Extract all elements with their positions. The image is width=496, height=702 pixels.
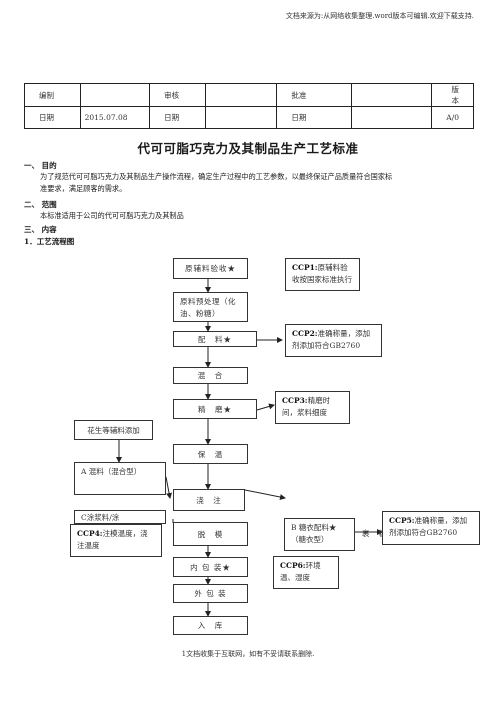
flow-step-inner-packing: 内 包 装★ xyxy=(173,557,248,577)
cell-approve-value xyxy=(350,83,433,107)
flow-step-pretreatment: 原料预处理（化油、粉糖） xyxy=(173,292,248,322)
flow-step-outer-packing: 外 包 装 xyxy=(173,584,248,603)
ccp3-text: 精磨时间，浆料细度 xyxy=(282,396,331,417)
arrow-mix-to-pour xyxy=(165,476,173,499)
side-add-ingredients: 花生等辅料添加 xyxy=(74,420,153,440)
flow-step-holding-temp: 保 温 xyxy=(173,444,248,464)
ccp6-box: CCP6:环境温、湿度 xyxy=(273,556,339,589)
cell-date-2-value xyxy=(204,106,278,129)
arrow-ccp3 xyxy=(256,403,275,411)
approval-table: 编制 审核 批准 版本 日期 2015.07.08 日期 日期 A/0 xyxy=(24,83,474,129)
approval-row-2: 日期 2015.07.08 日期 日期 A/0 xyxy=(24,106,474,129)
section-1-heading: 一、 目的 xyxy=(24,161,57,170)
flow-step-pouring: 浇 注 xyxy=(173,489,245,511)
ccp1-label: CCP1: xyxy=(292,263,318,272)
side-sugar-wrapping: 裹 糖 xyxy=(362,529,388,538)
arrow-pour-to-sugar xyxy=(244,489,286,500)
ccp1-box: CCP1:原辅料验收按国家标准执行 xyxy=(285,258,360,291)
side-mix-type-a: A 混料（混合型） xyxy=(74,462,166,495)
ccp4-label: CCP4: xyxy=(77,529,103,538)
section-1-line-1: 为了规范代可可脂巧克力及其制品生产操作流程，确定生产过程中的工艺参数，以最终保证… xyxy=(40,172,393,181)
cell-date-3-value xyxy=(350,106,433,129)
flow-step-batching: 配 料★ xyxy=(173,331,257,347)
cell-label-date-1: 日期 xyxy=(24,106,81,129)
flow-step-mixing: 混 合 xyxy=(173,367,248,384)
ccp5-label: CCP5: xyxy=(389,516,415,525)
cell-date-value: 2015.07.08 xyxy=(79,106,151,129)
ccp2-text: 准确称量，添加剂添加符合GB2760 xyxy=(292,329,371,350)
section-3-heading: 三、 内容 xyxy=(24,225,57,234)
section-3-subheading: 1．工艺流程图 xyxy=(24,237,75,246)
ccp6-label: CCP6: xyxy=(280,561,306,570)
cell-compile-value xyxy=(79,83,151,107)
ccp1-text: 原辅料验收按国家标准执行 xyxy=(292,263,352,284)
ccp3-label: CCP3: xyxy=(282,396,308,405)
source-note: 文档来源为:从网络收集整理.word版本可编辑.欢迎下载支持. xyxy=(285,12,474,20)
side-coating-c: C涂浆料/涂 xyxy=(74,510,166,524)
section-1-text: 为了规范代可可脂巧克力及其制品生产操作流程，确定生产过程中的工艺参数，以最终保证… xyxy=(40,171,480,195)
flow-step-refining: 精 磨★ xyxy=(173,399,257,419)
ccp2-box: CCP2:准确称量，添加剂添加符合GB2760 xyxy=(285,324,382,357)
ccp2-label: CCP2: xyxy=(292,329,318,338)
page-footer: 1文档收集于互联网，如有不妥请联系删除. xyxy=(181,650,315,658)
ccp5-text: 准确称量，添加剂添加符合GB2760 xyxy=(389,516,468,537)
ccp3-box: CCP3:精磨时间，浆料细度 xyxy=(275,391,350,424)
flow-step-warehousing: 入 库 xyxy=(173,616,248,635)
cell-label-approve: 批准 xyxy=(276,83,352,107)
document-title: 代可可脂巧克力及其制品生产工艺标准 xyxy=(137,141,359,156)
ccp4-text: 注模温度，浇注温度 xyxy=(77,529,148,550)
section-2-heading: 二、 范围 xyxy=(24,200,57,209)
section-1-line-2: 准要求，满足顾客的需求。 xyxy=(40,184,127,193)
flow-step-raw-material-acceptance: 原辅料验收★ xyxy=(173,258,248,279)
flow-step-demolding: 脱 模 xyxy=(173,522,248,546)
ccp6-text: 环境温、湿度 xyxy=(280,561,321,582)
ccp4-box: CCP4:注模温度，浇注温度 xyxy=(70,524,162,557)
approval-row-1: 编制 审核 批准 版本 xyxy=(24,83,474,107)
section-2-text: 本标准适用于公司的代可可脂巧克力及其制品 xyxy=(40,211,184,220)
ccp5-box: CCP5:准确称量，添加剂添加符合GB2760 xyxy=(382,511,480,545)
side-sugar-coat-b: B 糖衣配料★（糖衣型） xyxy=(284,518,355,551)
cell-version-value: A/0 xyxy=(431,106,474,129)
cell-label-version: 版本 xyxy=(431,83,474,107)
